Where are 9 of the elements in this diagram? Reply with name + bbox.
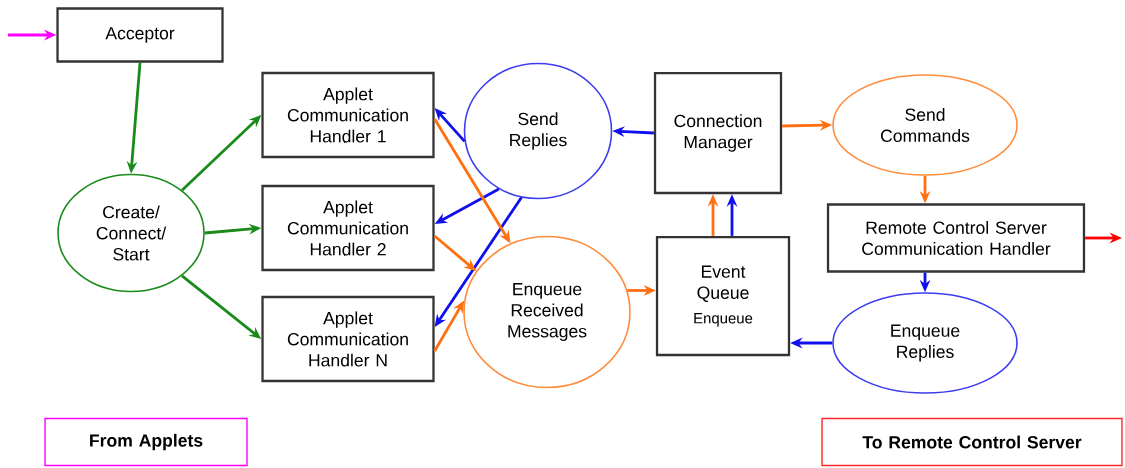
queue-box: Event Queue Enqueue [655, 235, 791, 357]
legend-box: From Applets [44, 417, 248, 467]
handler-box: Applet Communication Handler N [261, 295, 435, 383]
handler-box: Applet Communication Handler 2 [261, 184, 435, 272]
manager-box: Connection Manager [653, 71, 783, 195]
handler-box: Applet Communication Handler 1 [261, 71, 435, 159]
legend-box: To Remote Control Server [821, 417, 1123, 467]
handler-box: Remote Control Server Communication Handler [826, 203, 1086, 273]
process-box: Acceptor [56, 7, 224, 63]
